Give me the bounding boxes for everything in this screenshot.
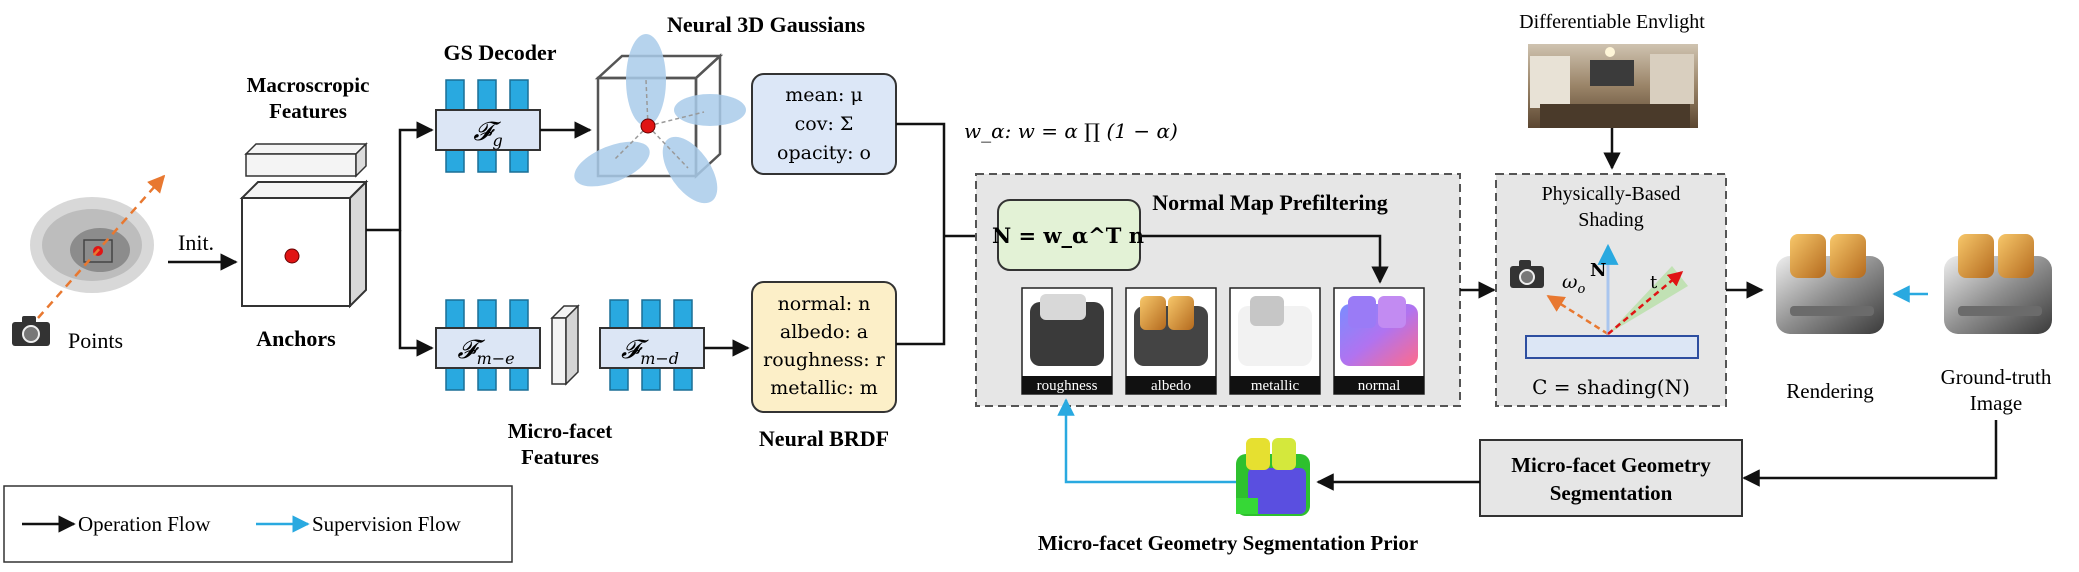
pbs-title-2: Shading [1578,209,1644,231]
f-me-label: 𝓕m−e [457,335,514,368]
legend [3,485,513,563]
ground-truth-label-1: Ground-truth [1941,365,2052,389]
legend-supervision-label: Supervision Flow [312,512,462,536]
anchors-label: Anchors [256,326,336,351]
param-normal: normal: n [778,293,871,315]
pbs-title-1: Physically-Based [1542,183,1681,205]
pbs-camera-icon [1510,260,1544,288]
macroscopic-features-bar [244,142,368,178]
macroscopic-features-label-1: Macroscropic [247,73,370,97]
gaussian-center-point [640,118,656,134]
thumb-roughness [1021,287,1113,395]
micro-facet-features-label-2: Features [521,445,599,469]
thumb-albedo-label: albedo [1151,378,1191,394]
pbs-view-ray [1546,294,1609,336]
pbs-surface [1525,335,1699,359]
segmentation-box [1479,439,1743,517]
macroscopic-features-label-2: Features [269,99,347,123]
cube-to-micro-encoder [398,230,434,357]
anchor-cube [239,179,369,309]
pbs-t-label: t [1650,272,1658,293]
neural-brdf-label: Neural BRDF [759,426,889,451]
anchor-point [284,248,300,264]
gs-decoder-label: GS Decoder [443,40,556,65]
segmentation-label-2: Segmentation [1550,481,1673,505]
camera-ray [37,174,166,319]
segmentation-label-1: Micro-facet Geometry [1511,453,1711,477]
gaussian-cube [574,34,746,204]
thumb-normal [1333,287,1425,395]
cube-to-gs-decoder [366,121,434,232]
param-cov: cov: Σ [795,113,854,135]
thumb-metallic [1229,287,1321,395]
segmentation-prior-image [1236,438,1310,516]
gaussian-params-to-n [896,122,946,236]
camera-icon [12,316,50,346]
gaussian-ellipse-bottom [662,136,718,204]
gaussian-ellipse-top [626,34,666,126]
micro-decoder-mlp [599,299,705,391]
init-label: Init. [178,230,214,255]
shading-equation: C = shading(N) [1532,375,1690,399]
thumb-roughness-label: roughness [1037,378,1098,394]
micro-facet-features-label-1: Micro-facet [508,419,613,443]
param-metallic: metallic: m [770,377,878,399]
pbs-reflect-ray [1607,271,1684,335]
n-equation: N = w_α^T n [992,223,1144,248]
gaussian-ellipse-right [674,94,746,126]
normal-map-prefiltering-label: Normal Map Prefiltering [1152,190,1387,215]
prior-to-roughness-supervision [1057,398,1236,484]
points-label: Points [68,328,123,353]
brdf-params-to-n [896,236,946,346]
param-mean: mean: μ [785,84,863,106]
thumb-metallic-label: metallic [1251,378,1300,394]
rendering-label: Rendering [1786,379,1874,403]
segmentation-prior-label: Micro-facet Geometry Segmentation Prior [1038,531,1418,555]
f-md-label: 𝓕m−d [621,335,679,368]
thumb-albedo [1125,287,1217,395]
pbs-omega-label: ωo [1562,271,1586,297]
micro-encoder-mlp [435,299,541,391]
param-roughness: roughness: r [763,349,886,371]
gaussian-ellipse-left [574,141,650,187]
ground-truth-to-segmentation [1742,420,1998,487]
ground-truth-label-2: Image [1970,391,2022,415]
legend-operation-label: Operation Flow [78,512,211,536]
brdf-params-box [751,281,897,413]
envlight-image [1528,44,1698,128]
w-alpha-equation: w_α: w = α ∏ (1 − α) [964,119,1178,143]
micro-facet-features-bar [550,304,580,386]
pbs-n-label: N [1590,260,1606,281]
gs-decoder-mlp [435,79,541,173]
differentiable-envlight-label: Differentiable Envlight [1519,11,1705,33]
rendering-image [1776,234,1884,334]
point-cloud [30,197,154,293]
n-box-to-normal-thumb [1140,234,1389,284]
param-albedo: albedo: a [780,321,868,343]
param-opacity: opacity: o [777,142,871,164]
neural-3d-gaussians-label: Neural 3D Gaussians [667,12,865,37]
ground-truth-image [1944,234,2052,334]
thumb-normal-label: normal [1358,378,1401,394]
